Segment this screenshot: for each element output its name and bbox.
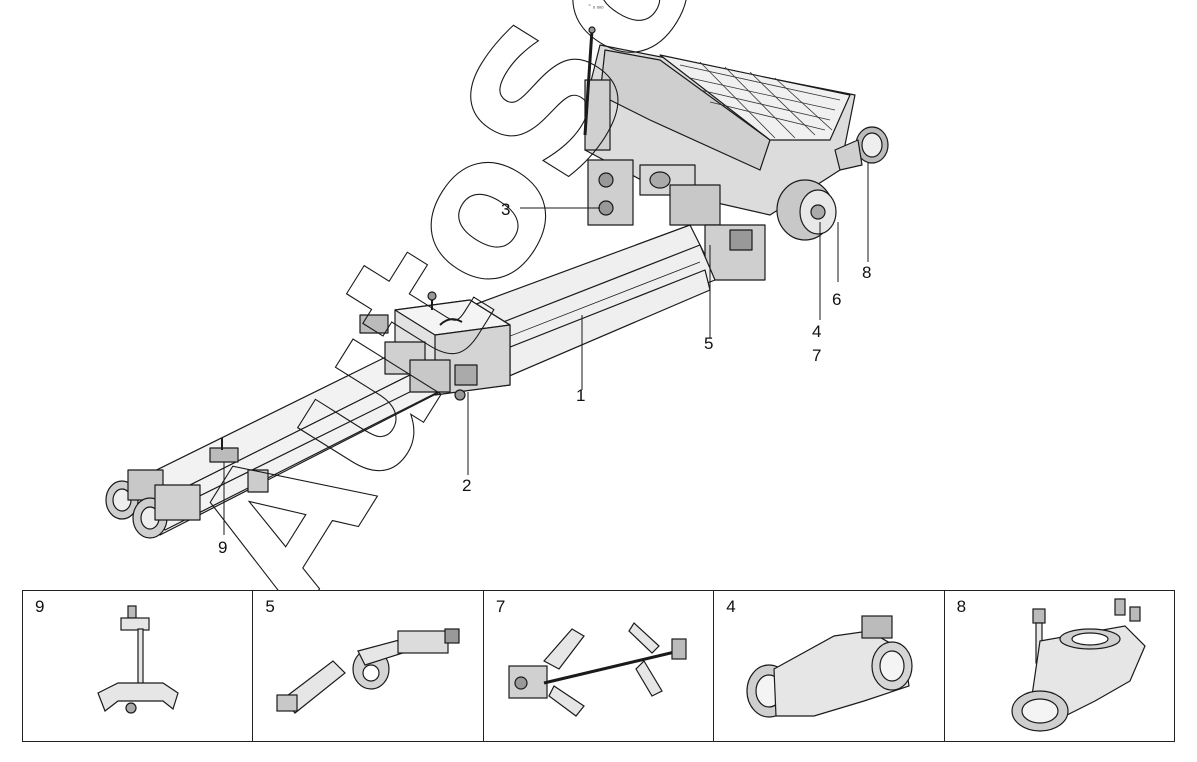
detail-panel-7: 7	[484, 591, 715, 741]
callout-8: 8	[862, 263, 872, 282]
detail-panel-9: 9	[23, 591, 254, 741]
detail-panel-8: 8	[945, 591, 1174, 741]
detail-panel-4: 4	[714, 591, 945, 741]
panel-label: 9	[35, 597, 45, 616]
detail-panels: 9 5 7	[22, 590, 1175, 742]
main-assembly-diagram	[105, 26, 889, 539]
callout-4: 4	[812, 322, 822, 341]
callout-5: 5	[704, 334, 714, 353]
callout-2: 2	[462, 476, 472, 495]
callout-9: 9	[218, 538, 228, 557]
valve-cylinder-detail	[276, 628, 461, 714]
panel-label: 8	[956, 597, 967, 616]
detail-panel-5: 5	[253, 591, 484, 741]
callout-3: 3	[501, 200, 511, 219]
header-mark: ⁼ ₒ ₒₒₒ	[588, 4, 604, 10]
hydraulic-cylinders	[119, 314, 478, 536]
support-bracket	[209, 438, 269, 493]
callout-1: 1	[576, 386, 586, 405]
s-valve-block	[587, 159, 766, 281]
leader-lines	[223, 162, 869, 535]
outlet-elbow-detail	[1011, 598, 1146, 732]
delivery-cylinders	[459, 224, 716, 381]
callout-7: 7	[812, 346, 822, 365]
cylinder-end-heads	[105, 469, 201, 539]
agitator-shaft-detail	[508, 622, 687, 717]
outlet-elbow	[834, 126, 889, 171]
panel-label: 5	[265, 597, 275, 616]
agitator-motor	[776, 179, 837, 241]
hopper	[583, 26, 856, 216]
panel-label: 4	[726, 597, 736, 616]
s-pipe-detail	[746, 615, 913, 718]
callout-6: 6	[832, 290, 842, 309]
panel-label: 7	[495, 597, 506, 616]
bracket-detail	[97, 605, 179, 714]
